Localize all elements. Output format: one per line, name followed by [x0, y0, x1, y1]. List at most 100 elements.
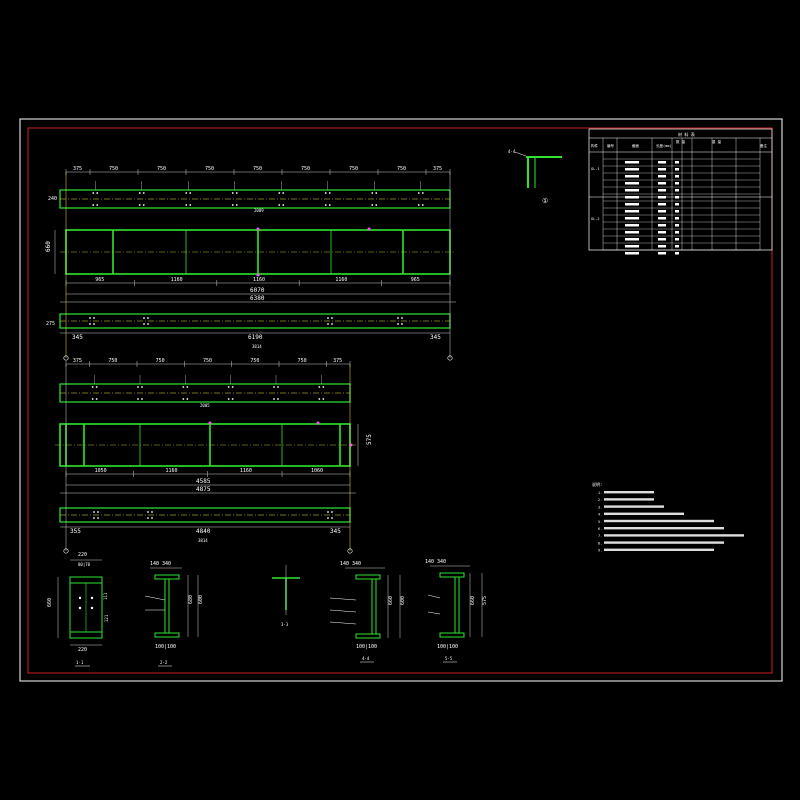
beam1-bottom-dim-b: 6190 [248, 334, 263, 341]
bolt-hole [277, 386, 279, 388]
bolt-hole [331, 517, 333, 519]
bolt-hole [89, 323, 91, 325]
table-cell-text [658, 252, 666, 255]
table-cell-text [675, 210, 679, 213]
bolt-hole [397, 317, 399, 319]
bolt-hole [328, 192, 331, 194]
s4-bottom: 100|100 [356, 644, 377, 650]
note-text [604, 512, 684, 515]
bolt-hole [375, 204, 378, 206]
dim-label: 750 [156, 358, 165, 364]
table-cell-text [658, 217, 666, 220]
dim-label: 750 [250, 358, 259, 364]
beam1-bottom-plan: 275 345 6190 345 3814 [46, 172, 453, 361]
bolt-hole [97, 517, 99, 519]
table-cell-text [658, 182, 666, 185]
dim-label: 965 [95, 277, 104, 283]
s1-label: 1-1 [76, 660, 84, 665]
bolt-hole [141, 386, 143, 388]
s1-right-a: 111 [103, 592, 108, 600]
note-text [604, 519, 714, 523]
table-cell-text [675, 224, 679, 227]
s1-height: 660 [47, 598, 53, 607]
bolt-hole [322, 398, 325, 400]
dim-label: 375 [73, 358, 82, 364]
bolt-hole [231, 192, 234, 194]
table-h-weight: 重 量 [712, 139, 722, 144]
bolt-hole [189, 192, 192, 194]
table-cell-text [625, 161, 639, 164]
table-cell-text [658, 189, 666, 192]
beam2-bottom-dim-a: 355 [70, 528, 81, 535]
beam2-overall-2: 4875 [196, 486, 211, 493]
detail-1-label: ① [542, 197, 548, 205]
dim-label: 750 [253, 166, 262, 172]
table-cell-text [675, 245, 679, 248]
bolt-hole [142, 192, 145, 194]
note-number: 7. [598, 534, 602, 538]
outer-frame [19, 118, 783, 682]
s4-side: 600 [400, 596, 406, 605]
bolt-hole [235, 192, 238, 194]
bolt-hole [89, 317, 91, 319]
bolt-hole [91, 398, 94, 400]
bolt-hole [227, 398, 230, 400]
bolt-hole [322, 386, 325, 388]
table-cell-text [675, 161, 679, 164]
table-cell-text [625, 189, 639, 192]
bolt-hole [151, 517, 153, 519]
dim-label: 375 [73, 166, 82, 172]
dim-label: 965 [411, 277, 420, 283]
table-cell-text [625, 224, 639, 227]
dim-label: 1050 [95, 468, 107, 474]
bolt-hole [151, 511, 153, 513]
bolt-hole [142, 204, 145, 206]
note-text [604, 527, 724, 530]
beam1-left-dim-b: 275 [46, 321, 55, 327]
dim-label: 1160 [240, 468, 252, 474]
table-cell-text [658, 231, 666, 234]
note-number: 2. [598, 498, 602, 502]
note-number: 9. [598, 549, 602, 553]
bolt-hole [417, 204, 420, 206]
note-text [604, 548, 714, 551]
svg-text:4-4: 4-4 [508, 149, 516, 154]
bolt-hole [375, 192, 378, 194]
beam1-overall-2: 6380 [250, 295, 265, 302]
bolt-hole [371, 204, 374, 206]
s1-top2: 80|70 [78, 562, 91, 567]
s2-side: 600 [198, 595, 204, 604]
s1-bottom: 220 [78, 647, 87, 653]
note-text [604, 534, 744, 537]
bolt-hole [331, 511, 333, 513]
bolt-hole [93, 323, 95, 325]
note-number: 8. [598, 541, 602, 545]
dim-label: 750 [349, 166, 358, 172]
dim-label: 750 [203, 358, 212, 364]
table-cell-text [625, 210, 639, 213]
s2-label: 2-2 [160, 660, 168, 665]
bolt-hole [186, 386, 189, 388]
s2-top: 140 340 [150, 561, 171, 567]
bolt-hole [95, 398, 98, 400]
s5-height: 660 [470, 596, 476, 605]
bolt-hole [331, 323, 333, 325]
bolt-hole [231, 398, 234, 400]
bolt-hole [189, 204, 192, 206]
bolt-hole [93, 517, 95, 519]
note-number: 6. [598, 527, 602, 531]
bolt-hole [90, 606, 94, 610]
table-cell-text [625, 238, 639, 241]
table-h-qty: 数 量 [676, 139, 686, 144]
table-cell-text [675, 168, 679, 171]
bolt-hole [327, 317, 329, 319]
s2-height: 680 [188, 595, 194, 604]
table-cell-text [625, 175, 639, 178]
bolt-hole [93, 511, 95, 513]
table-cell-text [675, 238, 679, 241]
table-group-2: GL-2 [591, 217, 599, 221]
bolt-hole [137, 398, 139, 400]
